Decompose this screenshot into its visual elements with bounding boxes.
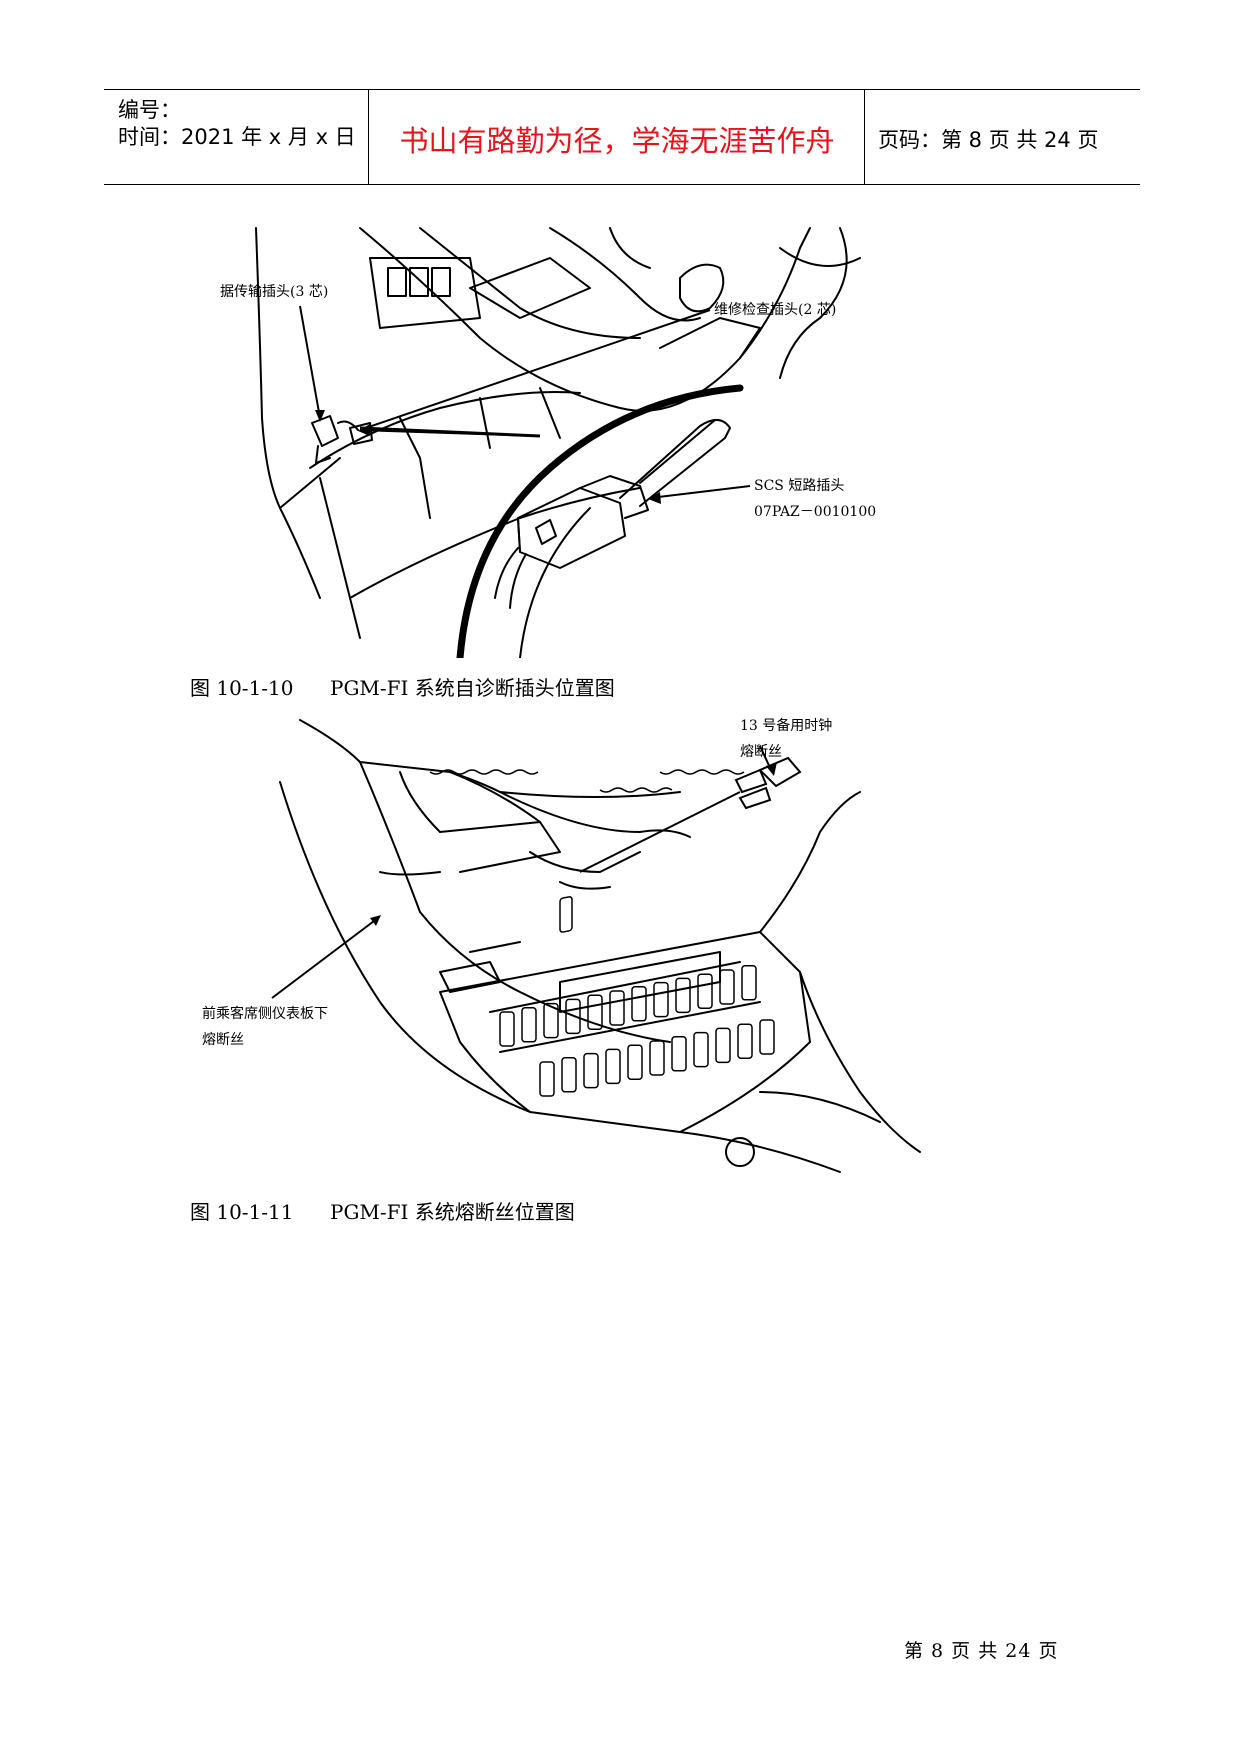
label-scs-part-number: 07PAZ－0010100 [754, 504, 876, 520]
fuse-slot [631, 986, 647, 1022]
fuse-slot [499, 1011, 515, 1047]
fuse-slot [649, 1040, 665, 1076]
fuse-slot-row-1 [559, 896, 573, 933]
fuse-slot [587, 994, 603, 1030]
label-fuse13-line1: 13 号备用时钟 [740, 717, 832, 734]
fuse-slot [627, 1044, 643, 1080]
label-fusebox-line1: 前乘客席侧仪表板下 [202, 1005, 328, 1022]
fuse-slot [583, 1052, 599, 1089]
label-service-connector: 维修检查插头(2 芯) [714, 302, 836, 318]
fuse-slot [693, 1031, 709, 1068]
motto-text: 书山有路勤为径，学海无涯苦作舟 [399, 124, 835, 158]
fuse-slot [671, 1036, 687, 1072]
fuse-slot [741, 965, 757, 1001]
figure1-caption-number: 图 10-1-10 [190, 676, 294, 700]
fuse-location-drawing: 13 号备用时钟 熔断丝 前乘客席侧仪表板下 熔断丝 [202, 717, 921, 1173]
fuse-slot [653, 981, 669, 1018]
header-left-cell: 编号： 时间：2021 年 x 月 x 日 [104, 90, 369, 184]
figure2-caption: 图 10-1-11 PGM-FI 系统熔断丝位置图 [190, 1196, 575, 1225]
time-label: 时间：2021 年 x 月 x 日 [118, 125, 356, 149]
header-right-cell: 页码：第 8 页 共 24 页 [866, 90, 1140, 184]
fuse-slot [719, 969, 735, 1005]
fuse-slot [539, 1061, 555, 1097]
fuse-slot [675, 977, 691, 1014]
fuse-slot [715, 1027, 731, 1064]
fuse-slot [697, 973, 713, 1009]
fuse-slot [521, 1007, 537, 1043]
fuse-slot [605, 1048, 621, 1085]
fuse-slot [759, 1019, 775, 1055]
label-fuse13-line2: 熔断丝 [740, 744, 782, 760]
label-fusebox-line2: 熔断丝 [202, 1032, 244, 1048]
figure-diagnostic-connector: 数据传输插头(3 芯) 维修检查插头(2 芯) SCS 短路插头 07PAZ－0… [220, 218, 980, 658]
figure2-caption-number: 图 10-1-11 [190, 1200, 294, 1224]
figure2-caption-text: PGM-FI 系统熔断丝位置图 [330, 1200, 575, 1224]
fuse-slot [561, 1057, 577, 1093]
header-motto-cell: 书山有路勤为径，学海无涯苦作舟 [370, 90, 865, 184]
fuse-slot [737, 1023, 753, 1059]
figure1-caption: 图 10-1-10 PGM-FI 系统自诊断插头位置图 [190, 672, 615, 701]
label-data-connector: 数据传输插头(3 芯) [220, 284, 328, 300]
diagnostic-connector-drawing: 数据传输插头(3 芯) 维修检查插头(2 芯) SCS 短路插头 07PAZ－0… [220, 227, 876, 658]
page-number-label: 页码：第 8 页 共 24 页 [878, 128, 1099, 152]
fuse-slot [609, 990, 625, 1026]
page-footer: 第 8 页 共 24 页 [904, 1640, 1059, 1662]
figure1-caption-text: PGM-FI 系统自诊断插头位置图 [330, 676, 615, 700]
fuse-slot [565, 998, 581, 1035]
label-scs-plug: SCS 短路插头 [754, 478, 844, 494]
page-header: 编号： 时间：2021 年 x 月 x 日 书山有路勤为径，学海无涯苦作舟 页码… [104, 89, 1140, 185]
fuse-slot [543, 1002, 559, 1039]
serial-number-label: 编号： [118, 98, 181, 122]
figure-fuse-location: 13 号备用时钟 熔断丝 前乘客席侧仪表板下 熔断丝 [200, 712, 960, 1182]
